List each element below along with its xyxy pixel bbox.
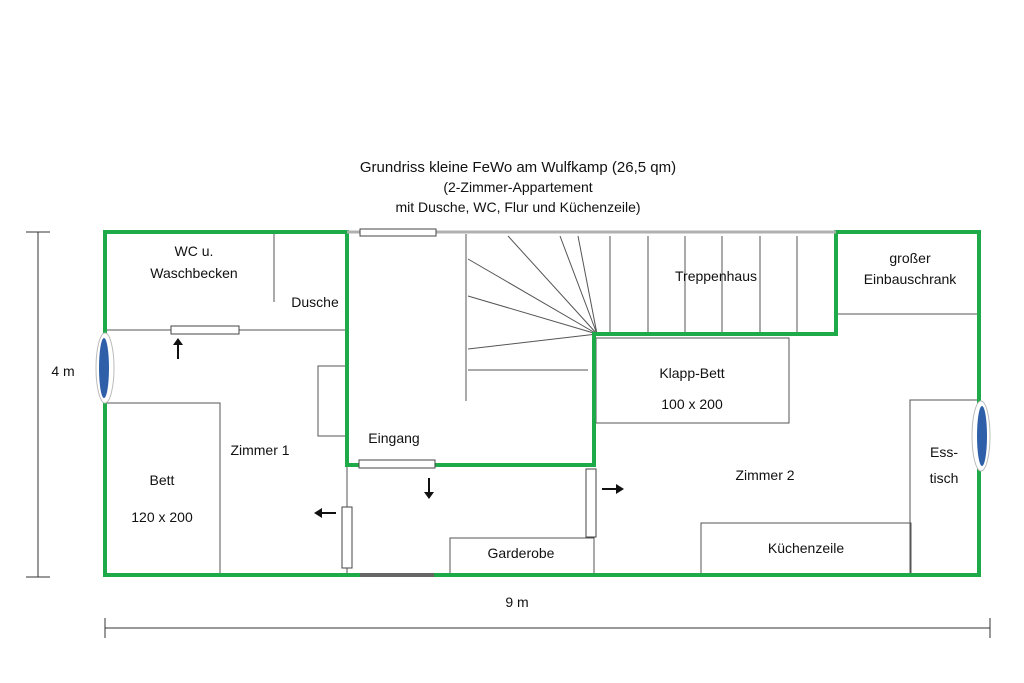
label-klappbett-size: 100 x 200 [661,396,723,412]
plan-subtitle-1: (2-Zimmer-Appartement [443,179,592,195]
arrow-right-icon [602,484,624,494]
label-zimmer2: Zimmer 2 [735,467,794,483]
label-schrank-1: großer [889,250,931,266]
label-eingang: Eingang [368,430,419,446]
plan-subtitle-2: mit Dusche, WC, Flur und Küchenzeile) [395,199,640,215]
arrow-up-icon [173,338,183,359]
label-bett: Bett [150,472,175,488]
plan-title: Grundriss kleine FeWo am Wulfkamp (26,5 … [360,159,676,176]
label-esstisch-1: Ess- [930,444,958,460]
label-wc-2: Waschbecken [150,265,237,281]
door-bathroom [170,325,240,335]
arrow-down-icon [424,478,434,499]
width-dimension [104,618,991,638]
door-zimmer1 [341,506,353,569]
label-klappbett: Klapp-Bett [659,365,724,381]
doors [170,228,597,569]
window-left [95,332,115,404]
label-schrank-2: Einbauschrank [864,271,958,287]
label-garderobe: Garderobe [488,545,555,561]
staircase [465,234,798,401]
door-zimmer2 [585,468,597,538]
label-zimmer1: Zimmer 1 [230,442,289,458]
label-bett-size: 120 x 200 [131,509,193,525]
height-label: 4 m [51,363,74,379]
label-wc-1: WC u. [175,243,214,259]
window-right [971,400,991,472]
label-kuechenzeile: Küchenzeile [768,540,844,556]
label-esstisch-2: tisch [930,470,959,486]
label-treppenhaus: Treppenhaus [675,268,757,284]
arrow-left-icon [314,508,336,518]
label-dusche: Dusche [291,294,339,310]
height-dimension [26,231,50,578]
width-label: 9 m [505,594,528,610]
door-eingang [358,459,436,469]
door-top [359,228,437,237]
